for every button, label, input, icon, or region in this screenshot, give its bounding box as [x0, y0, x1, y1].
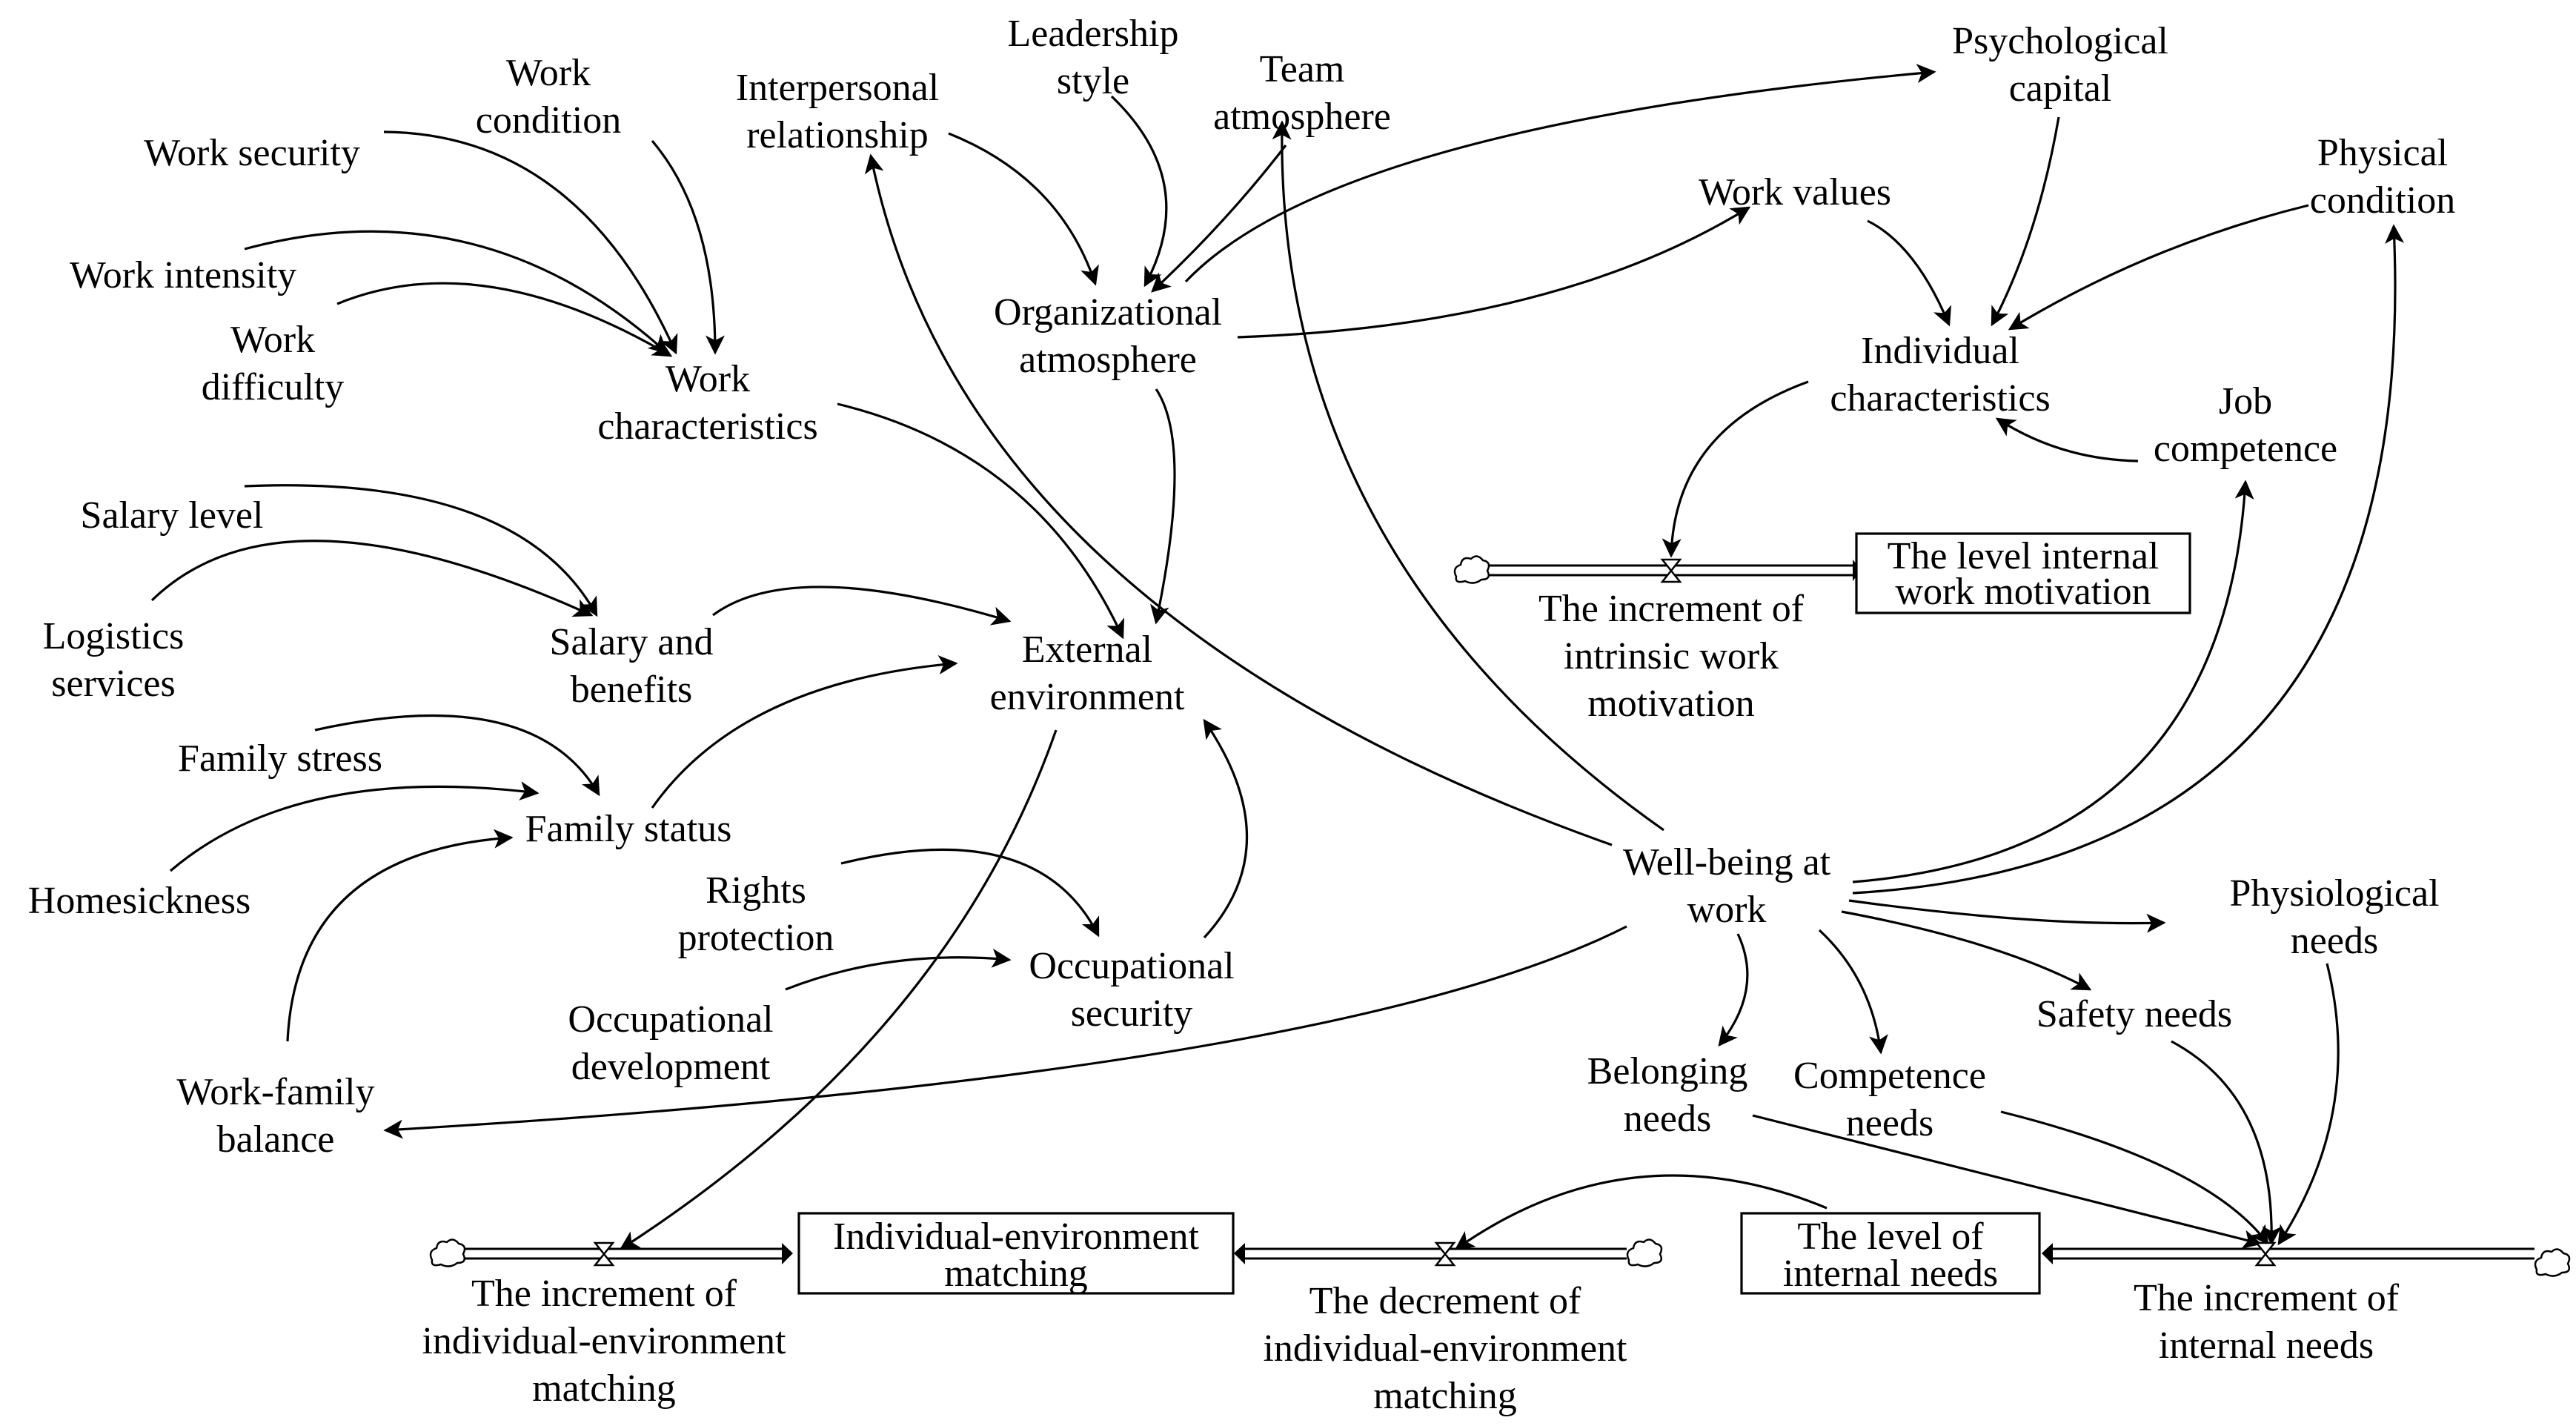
link-work-family-balance-to-family-status: [286, 829, 514, 1042]
flow-pipes: [463, 560, 2534, 1264]
link-work-values-to-individual-characteristics: [1867, 219, 1951, 327]
link-individual-characteristics-to-increment-motivation: [1662, 380, 1809, 558]
valve-icons: [593, 558, 2277, 1267]
label-family-status: Family status: [525, 808, 732, 850]
link-homesickness-to-family-status: [169, 781, 540, 872]
link-rights-protection-to-occupational-security: [840, 848, 1100, 938]
stock-individual-environment-matching-box: [797, 1212, 1235, 1295]
link-well-being-to-physiological-needs: [1848, 899, 2166, 933]
link-work-difficulty-to-work-characteristics: [336, 282, 673, 357]
link-well-being-to-interpersonal-relationship: [864, 153, 1613, 846]
link-well-being-to-belonging-needs: [1718, 933, 1749, 1047]
valve-icon: [1660, 558, 1682, 583]
link-well-being-to-work-family-balance: [383, 925, 1627, 1139]
link-organizational-atmosphere-to-psychological-capital: [1184, 64, 1936, 283]
label-work-intensity: Work intensity: [70, 254, 296, 296]
link-well-being-to-competence-needs: [1818, 929, 1888, 1055]
link-family-status-to-external-environment: [651, 655, 958, 809]
label-family-stress: Family stress: [178, 737, 382, 780]
label-work-security: Work security: [144, 132, 360, 174]
link-logistics-to-salary-benefits: [150, 540, 594, 617]
valve-icon: [2254, 1241, 2277, 1267]
link-work-condition-to-work-characteristics: [651, 139, 725, 355]
link-internal-needs-to-decrement-matching: [1454, 1174, 1828, 1250]
stock-internal-needs-box: [1740, 1212, 2041, 1295]
link-well-being-to-physical-condition: [1852, 224, 2405, 895]
link-occupational-security-to-external-environment: [1203, 718, 1248, 939]
stock-internal-work-motivation-box: [1855, 532, 2191, 614]
link-family-stress-to-family-status: [314, 714, 600, 797]
cloud-icons: [429, 555, 2571, 1277]
link-safety-needs-to-increment-internal-needs: [2171, 1040, 2282, 1246]
link-organizational-atmosphere-to-work-values: [1237, 206, 1751, 339]
cloud-icon: [1626, 1238, 1663, 1267]
link-salary-benefits-to-external-environment: [712, 586, 1012, 626]
link-psychological-capital-to-individual-characteristics: [1991, 116, 2060, 327]
label-work-values: Work values: [1699, 171, 1891, 213]
cloud-icon: [1453, 555, 1490, 584]
link-well-being-to-safety-needs: [1841, 910, 2092, 991]
valve-icon: [593, 1241, 615, 1267]
link-job-competence-to-individual-characteristics: [1995, 417, 2139, 462]
link-leadership-to-organizational-atmosphere: [1110, 95, 1168, 288]
cloud-icon: [2534, 1248, 2571, 1277]
link-organizational-atmosphere-to-external-environment: [1150, 388, 1176, 625]
link-occupational-development-to-occupational-security: [785, 948, 1012, 991]
link-team-atmosphere-to-organizational-atmosphere: [1151, 145, 1287, 293]
link-physical-condition-to-individual-characteristics: [2008, 204, 2309, 331]
label-homesickness: Homesickness: [28, 880, 250, 922]
link-external-environment-to-increment-matching: [619, 729, 1058, 1250]
link-physiological-needs-to-increment-internal-needs: [2277, 963, 2340, 1246]
link-belonging-needs-to-increment-internal-needs: [1752, 1114, 2263, 1249]
link-competence-needs-to-increment-internal-needs: [2000, 1110, 2269, 1246]
label-safety-needs: Safety needs: [2036, 993, 2232, 1035]
link-work-characteristics-to-external-environment: [837, 402, 1125, 640]
link-work-intensity-to-work-characteristics: [244, 230, 668, 354]
cloud-icon: [429, 1238, 466, 1267]
valve-icon: [1434, 1241, 1456, 1267]
label-salary-level: Salary level: [81, 494, 264, 537]
causal-links: [150, 64, 2405, 1250]
link-salary-level-to-salary-benefits: [244, 484, 598, 617]
link-work-security-to-work-characteristics: [383, 130, 678, 355]
link-well-being-to-team-atmosphere: [1272, 120, 1664, 832]
link-well-being-to-job-competence: [1852, 480, 2254, 883]
stock-boxes: [797, 532, 2191, 1295]
link-interpersonal-to-organizational-atmosphere: [948, 132, 1099, 286]
